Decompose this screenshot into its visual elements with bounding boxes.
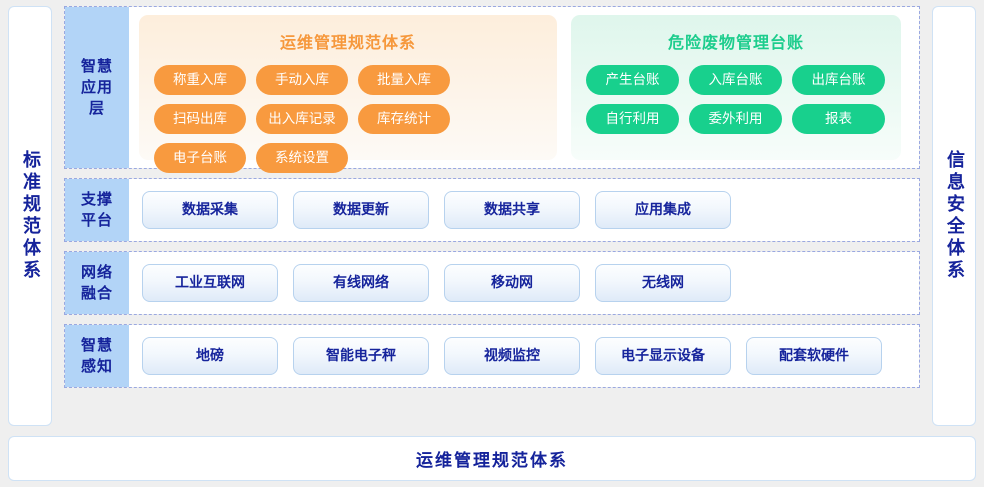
- capability-box[interactable]: 配套软硬件: [746, 337, 882, 375]
- panel-title-hazardous-waste-ledger: 危险废物管理台账: [667, 33, 804, 52]
- layer-stack: 智慧应用层 运维管理规范体系 称重入库 手动入库 批量入库 扫码出库 出入库记录…: [64, 6, 920, 426]
- layer-smart-sensing: 智慧感知 地磅 智能电子秤 视频监控 电子显示设备 配套软硬件: [64, 324, 920, 388]
- panel-hazardous-waste-ledger: 危险废物管理台账 产生台账 入库台账 出库台账 自行利用 委外利用 报表: [571, 15, 901, 160]
- layer-network-convergence: 网络融合 工业互联网 有线网络 移动网 无线网: [64, 251, 920, 315]
- pill-button[interactable]: 扫码出库: [154, 104, 246, 134]
- layer-smart-application: 智慧应用层 运维管理规范体系 称重入库 手动入库 批量入库 扫码出库 出入库记录…: [64, 6, 920, 173]
- capability-box[interactable]: 有线网络: [293, 264, 429, 302]
- right-sidebar-label: 信息安全体系: [944, 150, 965, 282]
- layer-label-smart-sensing: 智慧感知: [65, 325, 129, 387]
- pill-button[interactable]: 批量入库: [358, 65, 450, 95]
- layer-body-smart-sensing: 地磅 智能电子秤 视频监控 电子显示设备 配套软硬件: [129, 325, 919, 387]
- panel-title-ops-management-spec: 运维管理规范体系: [279, 33, 416, 52]
- layer-label-text: 网络融合: [80, 262, 113, 302]
- layer-body-support-platform: 数据采集 数据更新 数据共享 应用集成: [129, 179, 919, 241]
- capability-box[interactable]: 移动网: [444, 264, 580, 302]
- layer-support-platform: 支撑平台 数据采集 数据更新 数据共享 应用集成: [64, 178, 920, 242]
- pill-button[interactable]: 报表: [792, 104, 885, 134]
- pill-button[interactable]: 入库台账: [689, 65, 782, 95]
- bottom-bar-ops-management-spec: 运维管理规范体系: [8, 436, 976, 481]
- pill-button[interactable]: 出入库记录: [256, 104, 348, 134]
- layer-label-smart-application: 智慧应用层: [65, 7, 129, 168]
- right-sidebar-information-security: 信息安全体系: [932, 6, 976, 426]
- pill-button[interactable]: 出库台账: [792, 65, 885, 95]
- layer-body-smart-application: 运维管理规范体系 称重入库 手动入库 批量入库 扫码出库 出入库记录 库存统计 …: [129, 7, 919, 173]
- capability-box[interactable]: 数据采集: [142, 191, 278, 229]
- layer-label-support-platform: 支撑平台: [65, 179, 129, 241]
- pill-button[interactable]: 委外利用: [689, 104, 782, 134]
- box-row-network-convergence: 工业互联网 有线网络 移动网 无线网: [129, 264, 731, 302]
- pill-button[interactable]: 系统设置: [256, 143, 348, 173]
- box-row-support-platform: 数据采集 数据更新 数据共享 应用集成: [129, 191, 731, 229]
- capability-box[interactable]: 数据更新: [293, 191, 429, 229]
- box-row-smart-sensing: 地磅 智能电子秤 视频监控 电子显示设备 配套软硬件: [129, 337, 882, 375]
- pill-grid-ops-management-spec: 称重入库 手动入库 批量入库 扫码出库 出入库记录 库存统计 电子台账 系统设置: [154, 65, 542, 173]
- pill-grid-hazardous-waste-ledger: 产生台账 入库台账 出库台账 自行利用 委外利用 报表: [586, 65, 886, 134]
- pill-button[interactable]: 自行利用: [586, 104, 679, 134]
- bottom-bar-label: 运维管理规范体系: [416, 451, 568, 471]
- capability-box[interactable]: 视频监控: [444, 337, 580, 375]
- pill-button[interactable]: 库存统计: [358, 104, 450, 134]
- pill-button[interactable]: 电子台账: [154, 143, 246, 173]
- left-sidebar-label: 标准规范体系: [20, 150, 41, 282]
- diagram-top-area: 标准规范体系 智慧应用层 运维管理规范体系 称重入库 手动入库 批量入库: [8, 6, 976, 426]
- layer-label-text: 支撑平台: [80, 189, 113, 229]
- capability-box[interactable]: 电子显示设备: [595, 337, 731, 375]
- pill-button[interactable]: 产生台账: [586, 65, 679, 95]
- pill-button[interactable]: 称重入库: [154, 65, 246, 95]
- capability-box[interactable]: 数据共享: [444, 191, 580, 229]
- capability-box[interactable]: 智能电子秤: [293, 337, 429, 375]
- layer-label-text: 智慧感知: [80, 335, 113, 375]
- capability-box[interactable]: 地磅: [142, 337, 278, 375]
- capability-box[interactable]: 无线网: [595, 264, 731, 302]
- layer-label-network-convergence: 网络融合: [65, 252, 129, 314]
- layer-body-network-convergence: 工业互联网 有线网络 移动网 无线网: [129, 252, 919, 314]
- left-sidebar-standard-system: 标准规范体系: [8, 6, 52, 426]
- capability-box[interactable]: 工业互联网: [142, 264, 278, 302]
- pill-button[interactable]: 手动入库: [256, 65, 348, 95]
- layer-label-text: 智慧应用层: [80, 56, 113, 118]
- capability-box[interactable]: 应用集成: [595, 191, 731, 229]
- panel-ops-management-spec: 运维管理规范体系 称重入库 手动入库 批量入库 扫码出库 出入库记录 库存统计 …: [139, 15, 557, 173]
